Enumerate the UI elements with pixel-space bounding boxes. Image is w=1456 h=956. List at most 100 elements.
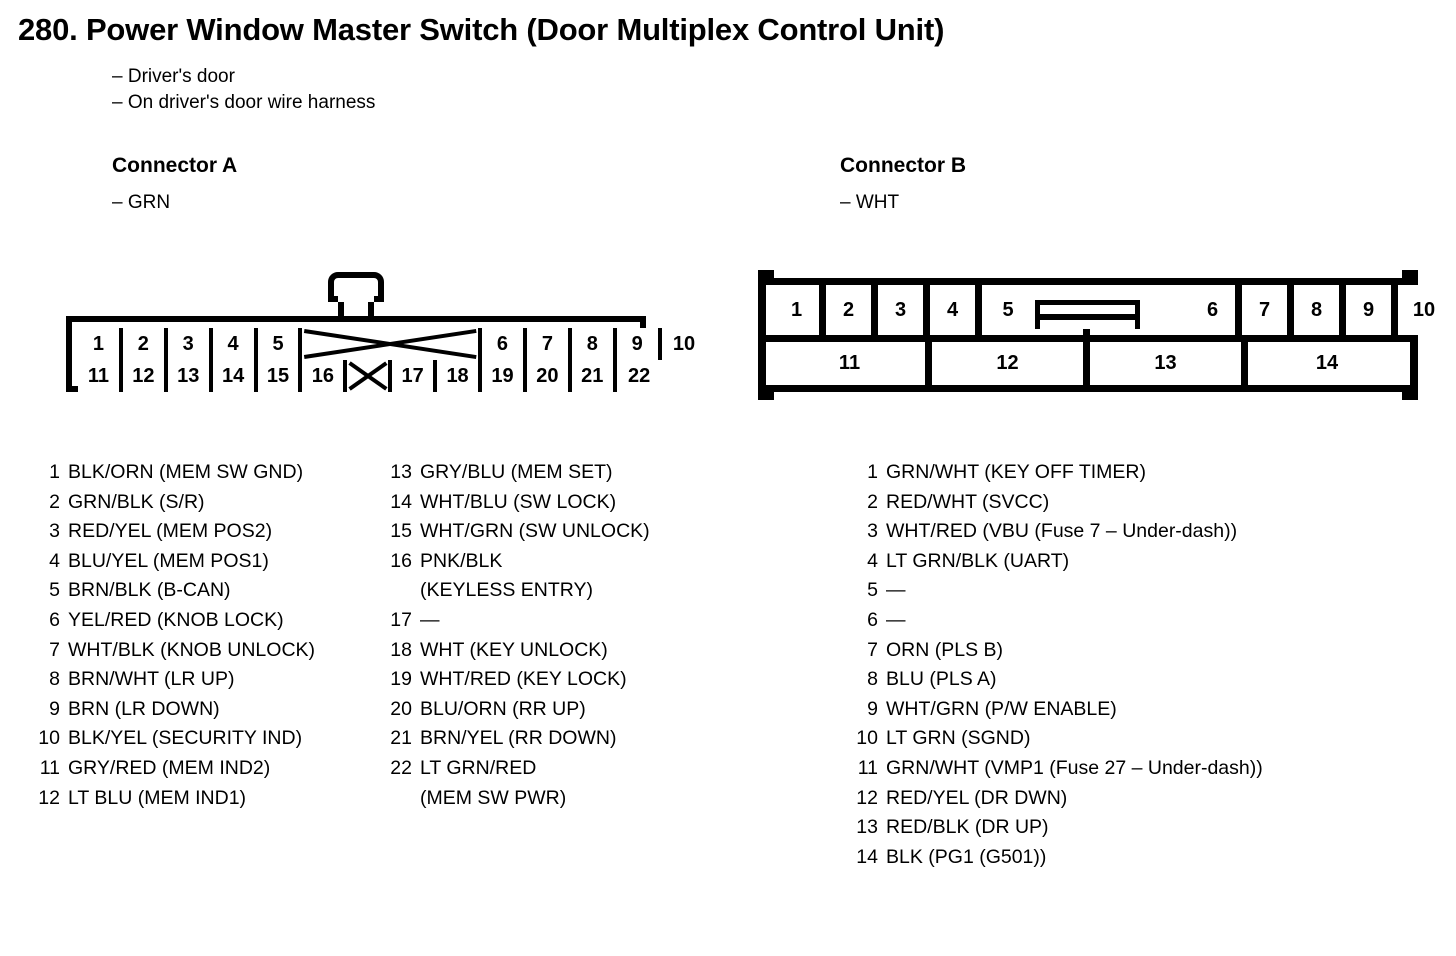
pin-number: 17 — [390, 608, 412, 631]
pin-list-item: 8 BRN/WHT (LR UP) — [30, 665, 380, 695]
connector-a-pin-cell-10: 10 — [661, 328, 707, 360]
pin-number: 16 — [311, 364, 335, 387]
pin-number: 5 — [867, 579, 878, 602]
connector-a-color: – GRN — [112, 192, 171, 213]
pin-number: 9 — [49, 697, 60, 720]
pin-description: BRN (LR DOWN) — [68, 697, 220, 720]
connector-a-pin-cell-4: 4 — [212, 328, 258, 360]
pin-number: 3 — [867, 520, 878, 543]
pin-number: 12 — [132, 364, 155, 387]
pin-list-item: 6— — [848, 606, 1348, 636]
pin-number: 21 — [390, 727, 412, 750]
pin-description: WHT/GRN (SW UNLOCK) — [420, 520, 650, 543]
pin-number: 4 — [946, 298, 959, 321]
pin-description-continuation: (KEYLESS ENTRY) — [420, 579, 594, 602]
pin-number: 8 — [867, 668, 878, 691]
pin-number: 4 — [49, 549, 60, 572]
pin-list-item: 9 BRN (LR DOWN) — [30, 695, 380, 725]
pin-description: RED/YEL (MEM POS2) — [68, 520, 273, 543]
connector-b-pin-cell-2: 2 — [826, 285, 878, 335]
pin-number: 14 — [221, 364, 245, 387]
connector-a-pin-cell-19: 19 — [482, 360, 527, 392]
pin-number: 6 — [1206, 298, 1219, 321]
pin-number: 3 — [894, 298, 907, 321]
connector-a-pin-cell-5: 5 — [257, 328, 303, 360]
connector-b-pin-cell-5: 5 — [982, 285, 1034, 335]
pin-description: WHT (KEY UNLOCK) — [420, 638, 608, 661]
pin-description-continuation: (MEM SW PWR) — [420, 786, 567, 809]
pin-description: GRN/WHT (VMP1 (Fuse 27 – Under-dash)) — [886, 756, 1263, 779]
pin-number: 5 — [1002, 298, 1014, 321]
connector-a-pin-cell-15: 15 — [257, 360, 303, 392]
pin-description: BLU/ORN (RR UP) — [420, 697, 586, 720]
pin-description: LT GRN (SGND) — [886, 727, 1031, 750]
pin-description: WHT/BLU (SW LOCK) — [420, 490, 617, 513]
connector-a-pin-cell-21: 21 — [571, 360, 617, 392]
connector-a-pin-cell-3: 3 — [167, 328, 213, 360]
pin-number: 2 — [137, 332, 149, 355]
pin-number: 8 — [586, 332, 598, 355]
pin-number: 3 — [182, 332, 194, 355]
connector-b-heading: Connector B — [840, 154, 966, 177]
blocked-cell-x-icon — [302, 328, 478, 360]
pin-number: 10 — [1412, 298, 1436, 321]
pin-description: BRN/WHT (LR UP) — [68, 668, 235, 691]
connector-a-pin-cell-12: 12 — [122, 360, 168, 392]
connector-a-pin-cell-20: 20 — [526, 360, 572, 392]
pin-description: BRN/YEL (RR DOWN) — [420, 727, 617, 750]
pin-number: 16 — [390, 549, 412, 572]
pin-number: 8 — [49, 668, 60, 691]
pin-number: 6 — [496, 332, 509, 355]
page-title: 280. Power Window Master Switch (Door Mu… — [18, 12, 945, 47]
pin-description: LT GRN/RED — [420, 756, 537, 779]
pin-description: RED/WHT (SVCC) — [886, 490, 1050, 513]
pin-description: — — [886, 608, 906, 631]
pin-number: 22 — [628, 364, 651, 387]
pin-number: 14 — [1315, 352, 1339, 374]
pin-number: 1 — [92, 332, 104, 355]
pin-number: 10 — [672, 332, 696, 355]
pin-description: BLK/ORN (MEM SW GND) — [68, 461, 304, 483]
connector-b-pin-cell-14: 14 — [1248, 342, 1406, 385]
connector-b-pin-cell-8: 8 — [1294, 285, 1346, 335]
connector-a-pin-cell-1: 1 — [78, 328, 123, 360]
pin-number: 11 — [39, 756, 60, 779]
connector-a-pin-cell-9: 9 — [616, 328, 662, 360]
connector-b-lock-icon — [1035, 300, 1140, 341]
pin-number: 6 — [49, 608, 60, 631]
pin-number: 6 — [867, 608, 878, 631]
pin-number: 9 — [867, 697, 878, 720]
pin-description: ORN (PLS B) — [886, 638, 1004, 661]
pin-number: 18 — [446, 364, 469, 387]
pin-list-item: 21 BRN/YEL (RR DOWN) — [382, 724, 702, 754]
connector-a-pin-cell-18: 18 — [437, 360, 483, 392]
pin-number: 4 — [227, 332, 239, 355]
pin-list-item: 17— — [382, 606, 702, 636]
connector-b-pin-cell-1: 1 — [774, 285, 826, 335]
pin-number: 12 — [856, 786, 878, 809]
